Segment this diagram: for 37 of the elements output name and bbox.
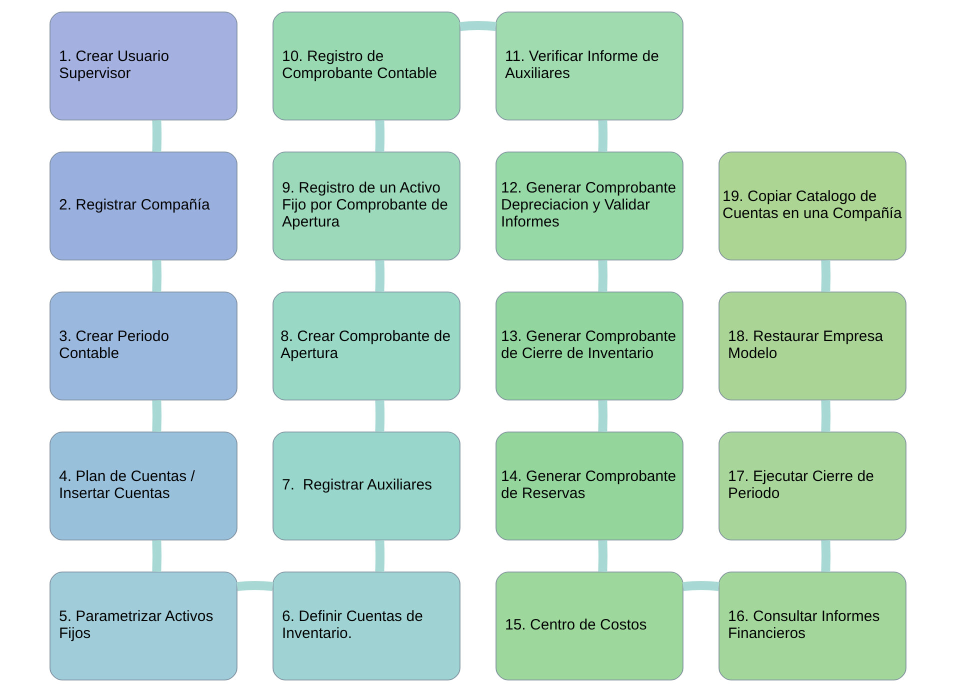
connector	[598, 400, 608, 432]
node-box: 3. Crear Periodo Contable	[50, 292, 238, 400]
node-box: 14. Generar Comprobante de Reservas	[496, 432, 684, 540]
node-box: 8. Crear Comprobante de Apertura	[272, 292, 460, 400]
connector	[375, 120, 384, 152]
connector	[236, 581, 274, 592]
node-box: 17. Ejecutar Cierre de Periodo	[718, 432, 906, 540]
node-box: 18. Restaurar Empresa Modelo	[718, 292, 906, 400]
connector	[821, 540, 830, 572]
node-box: 1. Crear Usuario Supervisor	[50, 12, 238, 120]
node-box: 10. Registro de Comprobante Contable	[272, 12, 460, 120]
node-box: 16. Consultar Informes Financieros	[718, 572, 906, 680]
connector	[375, 260, 384, 292]
connector	[152, 260, 162, 292]
node-box: 4. Plan de Cuentas / Insertar Cuentas	[50, 432, 238, 540]
node-box: 6. Definir Cuentas de Inventario.	[272, 572, 460, 680]
connector	[598, 540, 608, 572]
node-box: 5. Parametrizar Activos Fijos	[50, 572, 238, 680]
connector	[152, 400, 162, 432]
connector	[460, 21, 496, 32]
node-box: 7. Registrar Auxiliares	[272, 432, 460, 540]
node-box: 11. Verificar Informe de Auxiliares	[496, 12, 684, 120]
connector	[375, 400, 384, 432]
node-box: 13. Generar Comprobante de Cierre de Inventario	[496, 292, 684, 400]
connector	[598, 260, 608, 292]
connector	[821, 260, 830, 292]
connector	[821, 400, 830, 432]
connector	[682, 581, 720, 592]
connector	[152, 540, 162, 572]
node-box: 9. Registro de un Activo Fijo por Comprobante de Apertura	[272, 152, 460, 260]
connector	[152, 120, 162, 152]
node-box: 15. Centro de Costos	[496, 572, 684, 680]
connector	[375, 540, 384, 572]
node-box: 19. Copiar Catalogo de Cuentas en una Compañía	[718, 152, 906, 260]
node-box: 12. Generar Comprobante Depreciacion y Validar Informes	[496, 152, 684, 260]
connector	[598, 120, 608, 152]
node-box: 2. Registrar Compañía	[50, 152, 238, 260]
